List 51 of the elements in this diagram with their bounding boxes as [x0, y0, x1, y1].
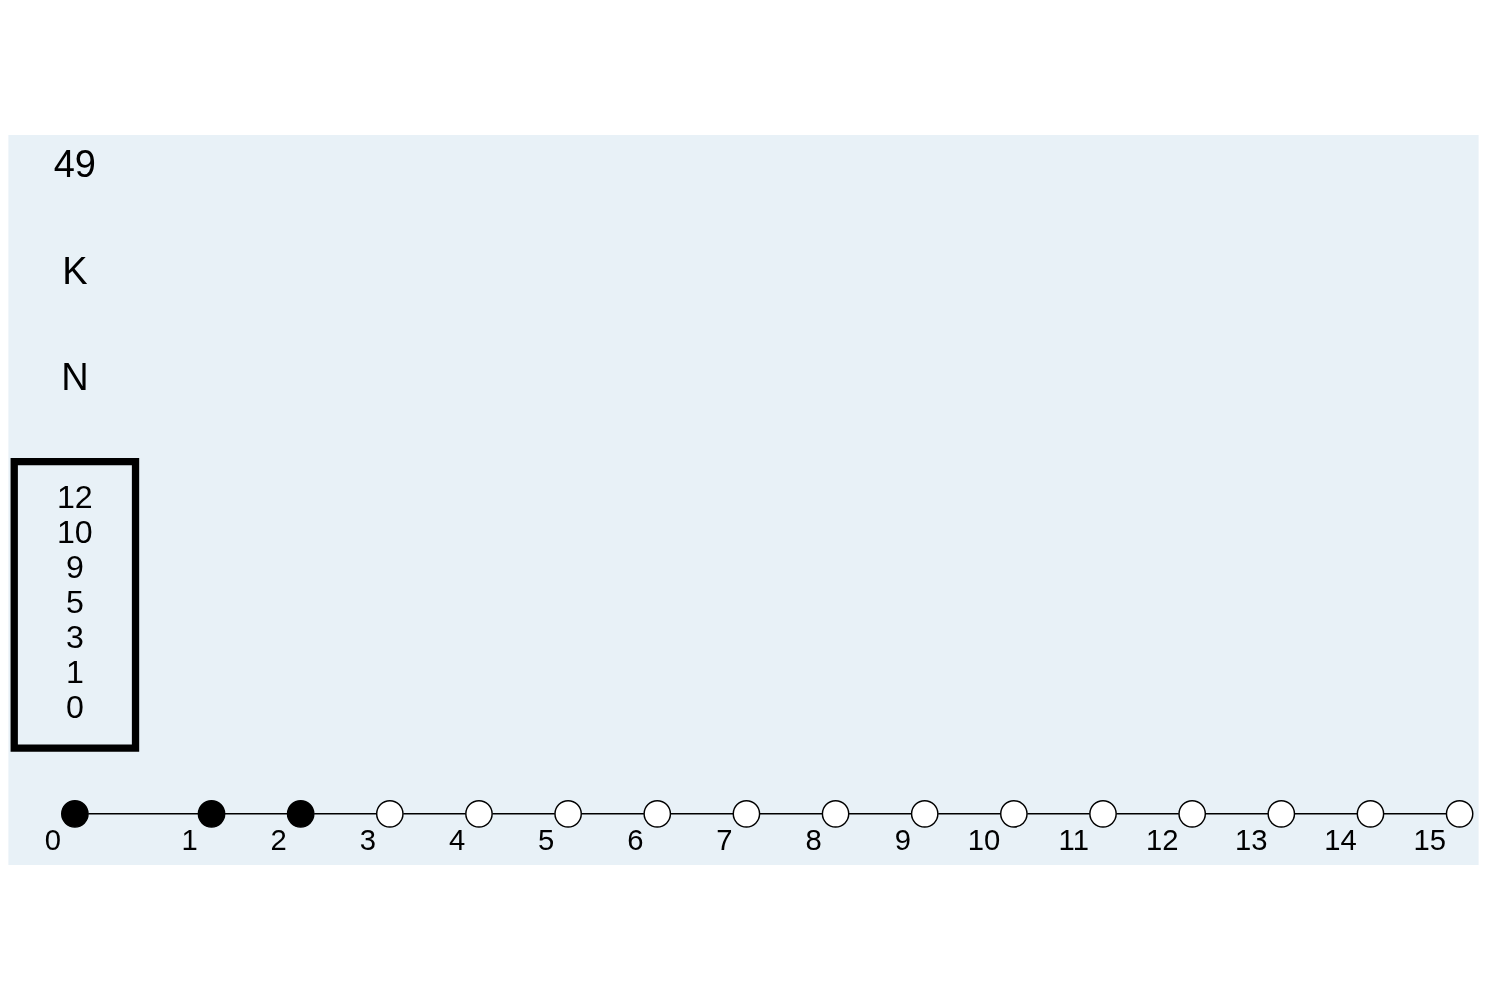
node-circle — [554, 799, 582, 828]
connector — [1294, 813, 1358, 815]
node-circle — [286, 799, 315, 828]
connector — [580, 813, 645, 815]
node-label: 6 — [627, 824, 644, 857]
connector — [1204, 813, 1269, 815]
node-label: 7 — [716, 824, 733, 857]
label: K — [62, 249, 88, 292]
connector — [670, 813, 734, 815]
connector — [937, 813, 1002, 815]
connector — [1383, 813, 1447, 815]
node-label: 3 — [359, 824, 377, 857]
node-label: 2 — [270, 824, 287, 857]
label: N — [61, 356, 89, 399]
node-label: 13 — [1235, 824, 1268, 857]
node-circle — [1356, 799, 1385, 828]
node-circle — [910, 799, 939, 828]
node-circle — [1267, 799, 1296, 828]
node-circle — [1000, 799, 1028, 828]
node-circle — [1089, 799, 1117, 828]
node-label: 4 — [448, 824, 466, 857]
connector — [491, 813, 556, 815]
node-label: 14 — [1324, 824, 1357, 857]
node-circle — [1445, 799, 1474, 828]
connector — [1115, 813, 1180, 815]
connector — [313, 813, 378, 815]
node-circle — [643, 799, 672, 828]
node-label: 11 — [1058, 824, 1089, 857]
connector — [759, 813, 823, 815]
node-circle — [61, 799, 89, 828]
node-label: 10 — [967, 824, 1001, 857]
node-label: 15 — [1413, 824, 1446, 857]
node-label: 12 — [1145, 824, 1179, 857]
node-circle — [821, 799, 850, 828]
node-label: 9 — [894, 824, 911, 857]
connector — [87, 813, 199, 815]
node-label: 8 — [805, 824, 822, 857]
node-box: 12 10 9 5 3 1 0 — [10, 458, 140, 752]
connector — [224, 813, 289, 815]
label: 49 — [53, 143, 97, 186]
node-circle — [465, 799, 493, 828]
connector — [402, 813, 467, 815]
node-circle — [732, 799, 761, 828]
node-circle — [375, 799, 404, 828]
node-label: 5 — [538, 824, 555, 857]
connector — [848, 813, 913, 815]
node-label: 0 — [44, 824, 62, 857]
node-circle — [197, 799, 226, 828]
node-label: 1 — [181, 824, 198, 857]
node-circle — [1178, 799, 1207, 828]
connector — [1026, 813, 1091, 815]
